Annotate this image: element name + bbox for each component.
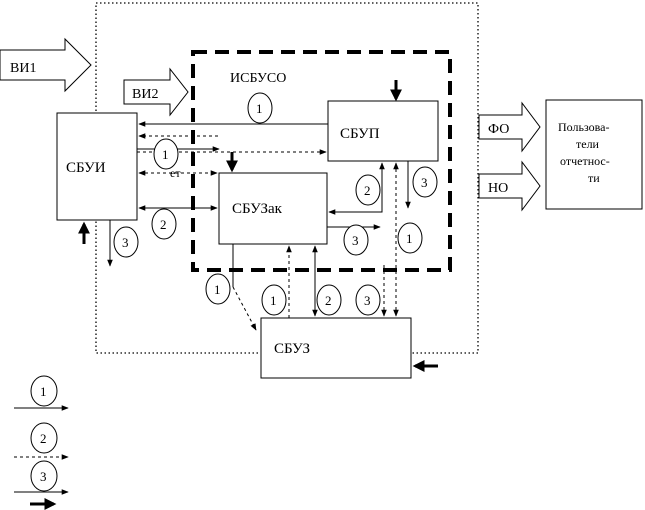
flow-line <box>232 286 257 331</box>
fo-output-arrow: ФО <box>478 101 541 153</box>
flow-number: 1 <box>256 101 263 116</box>
legend-number: 3 <box>40 469 47 484</box>
flow-number: 3 <box>364 293 371 308</box>
users-label-line-3: отчетнос- <box>560 154 610 168</box>
sbuz-block: СБУЗ <box>260 317 412 379</box>
partial-label: ет <box>170 166 181 180</box>
legend-item-3: 3 <box>14 460 69 510</box>
legend-number: 1 <box>40 384 47 399</box>
isbuso-boundary <box>191 50 452 272</box>
flow-number-badge: 1 <box>261 284 287 316</box>
flow-number-badge: 2 <box>355 174 381 206</box>
sbui-label: СБУИ <box>66 160 106 176</box>
flow-number: 2 <box>325 293 332 308</box>
flow-number-badge: 2 <box>151 208 177 240</box>
no-output-arrow: НО <box>478 160 541 212</box>
flow-number: 3 <box>122 235 129 250</box>
vi1-label: ВИ1 <box>10 61 36 76</box>
sbup-block: СБУП <box>327 100 439 162</box>
no-label: НО <box>488 181 508 196</box>
users-label-line-1: Пользова- <box>558 120 609 134</box>
flow-number: 1 <box>214 282 221 297</box>
legend-item-2: 2 <box>14 422 69 460</box>
flow-number-badge: 3 <box>113 226 139 258</box>
flow-number-badge: 2 <box>316 284 342 316</box>
flow-number: 2 <box>160 217 167 232</box>
flow-number: 3 <box>352 233 359 248</box>
isbuso-label: ИСБУСО <box>230 71 286 86</box>
sbuzak-block: СБУЗак <box>218 172 328 245</box>
users-label-line-4: ти <box>588 171 600 185</box>
flow-number: 1 <box>270 293 277 308</box>
flow-number: 2 <box>364 183 371 198</box>
users-block: Пользова- тели отчетнос- ти <box>545 99 643 210</box>
legend-item-1: 1 <box>14 375 69 411</box>
users-label-line-2: тели <box>576 137 600 151</box>
flow-number: 3 <box>421 175 428 190</box>
vi2-label: ВИ2 <box>132 87 158 102</box>
flow-number: 1 <box>162 147 169 162</box>
flow-number-badge: 1 <box>205 273 231 305</box>
legend-number: 2 <box>40 431 47 446</box>
legend: 1 2 3 <box>14 375 69 510</box>
flow-number-badge: 3 <box>343 224 369 256</box>
flow-number-badge: 1 <box>397 222 423 254</box>
sbuzak-label: СБУЗак <box>232 201 283 217</box>
sbui-block: СБУИ <box>56 112 138 221</box>
vi1-input-arrow: ВИ1 <box>0 37 92 93</box>
sbuz-label: СБУЗ <box>274 341 310 357</box>
flow-number-badge: 1 <box>153 138 179 170</box>
fo-label: ФО <box>488 122 509 137</box>
flow-number-badge: 3 <box>355 284 381 316</box>
flow-number-badge: 1 <box>247 92 273 124</box>
vi2-input-arrow: ВИ2 <box>123 67 189 117</box>
sbup-label: СБУП <box>340 126 380 142</box>
flow-number: 1 <box>406 231 413 246</box>
flow-line <box>328 162 385 215</box>
flow-number-badge: 3 <box>412 166 438 198</box>
